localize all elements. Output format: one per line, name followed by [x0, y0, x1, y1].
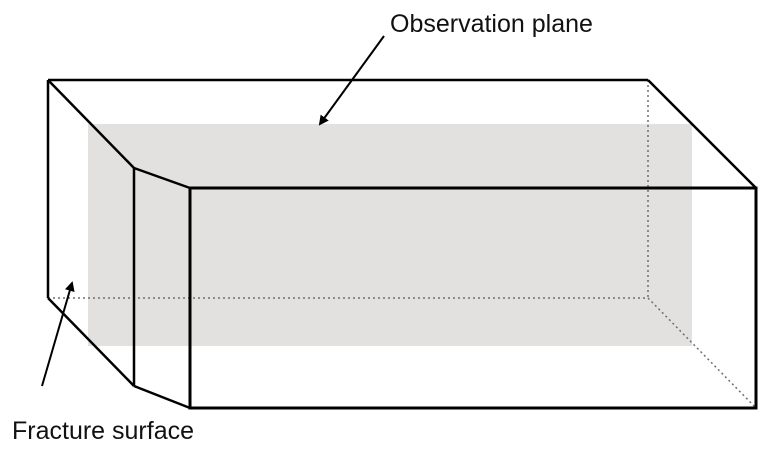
hidden-edges — [48, 80, 757, 409]
observation-plane-section — [88, 124, 692, 346]
edge-fracture-top-diagonal — [47, 79, 135, 169]
edge-top-right — [647, 79, 757, 189]
fracture-surface-label: Fracture surface — [12, 417, 195, 445]
hidden-edge-bottom-right — [647, 297, 757, 409]
edge-bevel-top — [133, 166, 191, 190]
front-face — [188, 186, 758, 410]
edge-bevel-bottom — [133, 384, 191, 410]
observation-plane-label: Observation plane — [390, 10, 593, 38]
observation-plane-arrow — [318, 35, 385, 126]
fracture-surface-arrow — [41, 281, 75, 387]
